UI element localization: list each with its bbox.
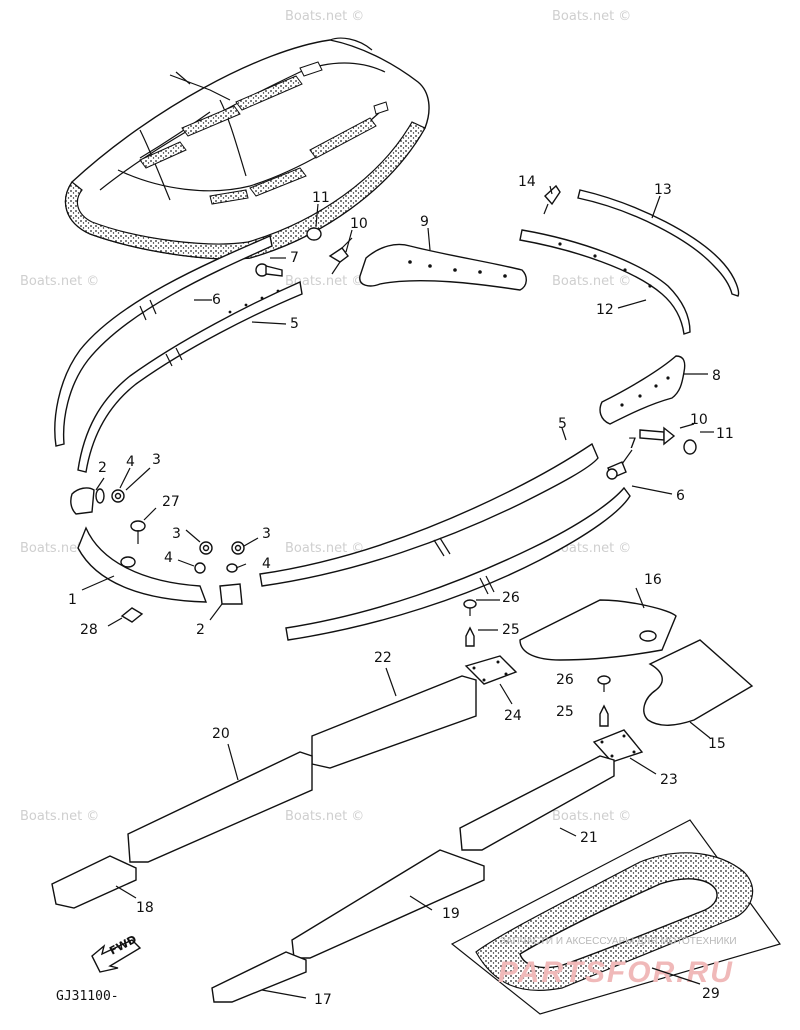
watermark: Boats.net © [552, 809, 631, 824]
bracket-part-9 [359, 243, 527, 291]
callout-10: 10 [690, 412, 708, 428]
mat-part-15 [643, 639, 754, 726]
screw-part-27 [130, 520, 146, 544]
callout-2: 2 [98, 460, 107, 476]
screw-part-7-lower [606, 461, 627, 480]
rub-rail-long-5 [259, 442, 599, 587]
callout-18: 18 [136, 900, 154, 916]
clip-part-10-upper [328, 237, 353, 275]
callout-3: 3 [262, 526, 271, 542]
watermark: Boats.net © [285, 274, 364, 289]
watermarks: Boats.net © Boats.net © Boats.net © Boat… [20, 9, 631, 824]
rub-rail-long-6 [285, 486, 631, 641]
callout-23: 23 [660, 772, 678, 788]
store-logo: PARTSFOR.RU [498, 956, 734, 989]
mat-part-16 [519, 599, 677, 661]
callout-4: 4 [126, 454, 135, 470]
callout-19: 19 [442, 906, 460, 922]
watermark: Boats.net © [20, 274, 99, 289]
callout-21: 21 [580, 830, 598, 846]
end-cap-part-2-center [219, 583, 243, 605]
callout-25: 25 [502, 622, 520, 638]
deck-mat-part-18 [51, 855, 137, 909]
plate-part-24 [464, 655, 518, 685]
forward-direction-arrow: FWD [91, 933, 142, 973]
screw-part-7-upper [255, 263, 283, 277]
deck-mat-part-17 [211, 951, 307, 1003]
rub-rail-upper [54, 235, 273, 447]
callout-12: 12 [596, 302, 614, 318]
watermark: Boats.net © [552, 274, 631, 289]
cap-part-11-upper [306, 227, 322, 241]
callout-13: 13 [654, 182, 672, 198]
screw-part-26 [463, 599, 611, 692]
store-watermark: ЗАПЧАСТИ И АКСЕССУАРЫ ДЛЯ МОТОТЕХНИКИ PA… [498, 936, 737, 989]
watermark: Boats.net © [20, 809, 99, 824]
callout-22: 22 [374, 650, 392, 666]
callout-11: 11 [716, 426, 734, 442]
callout-3: 3 [172, 526, 181, 542]
callout-1: 1 [68, 592, 77, 608]
callout-26: 26 [556, 672, 574, 688]
callout-26: 26 [502, 590, 520, 606]
callout-25: 25 [556, 704, 574, 720]
deck-mat-part-21 [459, 755, 615, 851]
diagram-code: GJ31100- [56, 989, 119, 1004]
watermark: Boats.net © [285, 809, 364, 824]
callout-7: 7 [628, 436, 637, 452]
callout-16: 16 [644, 572, 662, 588]
clip-part-10-lower [639, 426, 676, 446]
callout-24: 24 [504, 708, 522, 724]
watermark: Boats.net © [552, 541, 631, 556]
callout-9: 9 [420, 214, 429, 230]
callout-10: 10 [350, 216, 368, 232]
washer-part-4 [95, 488, 238, 574]
callout-8: 8 [712, 368, 721, 384]
callout-14: 14 [518, 174, 536, 190]
callout-28: 28 [80, 622, 98, 638]
inset-box-part-29 [450, 819, 781, 1015]
callout-3: 3 [152, 452, 161, 468]
rivet-part-14 [543, 184, 561, 215]
rail-part-13 [577, 189, 740, 297]
callout-4: 4 [262, 556, 271, 572]
deck-mat-part-20 [127, 751, 313, 863]
rub-rail-side-upper [77, 280, 303, 473]
nut-part-28 [120, 607, 144, 623]
callout-27: 27 [162, 494, 180, 510]
bracket-part-8 [599, 355, 686, 425]
callout-7: 7 [290, 250, 299, 266]
callout-11: 11 [312, 190, 330, 206]
leader-lines [81, 185, 714, 999]
end-cap-part-2-left [70, 487, 95, 515]
callout-6: 6 [212, 292, 221, 308]
callout-4: 4 [164, 550, 173, 566]
watermark: Boats.net © [285, 541, 364, 556]
callout-20: 20 [212, 726, 230, 742]
callout-5: 5 [290, 316, 299, 332]
rail-part-12 [519, 229, 691, 335]
store-tagline: ЗАПЧАСТИ И АКСЕССУАРЫ ДЛЯ МОТОТЕХНИКИ [500, 936, 737, 947]
watermark: Boats.net © [552, 9, 631, 24]
pin-part-25 [465, 626, 609, 727]
watercraft-hull-drawing [64, 37, 430, 260]
plate-part-23 [592, 729, 644, 763]
watermark: Boats.net © [285, 9, 364, 24]
bow-bumper-part-1 [77, 526, 208, 603]
nut-part-3 [111, 489, 245, 555]
callout-labels: 1 2 2 3 3 3 4 4 4 5 5 6 6 7 7 8 9 10 10 … [68, 174, 734, 1008]
callout-17: 17 [314, 992, 332, 1008]
callout-6: 6 [676, 488, 685, 504]
callout-5: 5 [558, 416, 567, 432]
callout-2: 2 [196, 622, 205, 638]
callout-15: 15 [708, 736, 726, 752]
cap-part-11-lower [683, 439, 697, 455]
callout-29: 29 [702, 986, 720, 1002]
